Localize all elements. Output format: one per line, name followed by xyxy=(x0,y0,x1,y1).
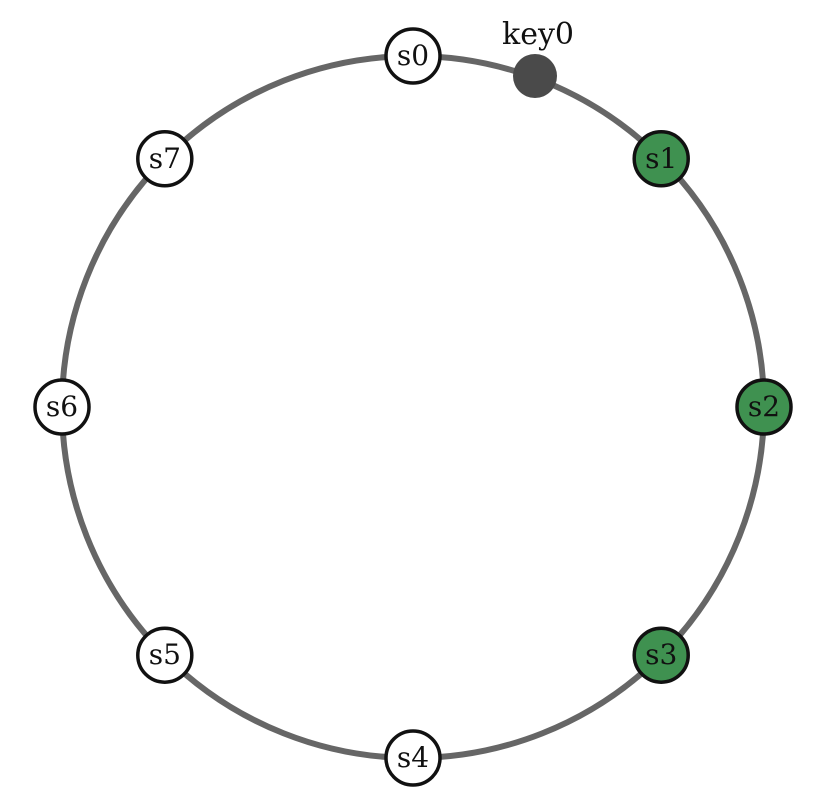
server-node-label: s6 xyxy=(46,390,78,423)
server-node-circle xyxy=(136,130,194,188)
server-node-label: s3 xyxy=(645,638,677,671)
server-node-circle xyxy=(384,729,442,787)
server-node-circle xyxy=(384,27,442,85)
key-dot xyxy=(513,54,557,98)
server-node-label: s2 xyxy=(748,390,780,423)
server-node-circle xyxy=(632,626,690,684)
server-node-s3: s3 xyxy=(632,626,690,684)
server-node-label: s0 xyxy=(397,39,429,72)
server-node-s5: s5 xyxy=(136,626,194,684)
server-node-s0: s0 xyxy=(384,27,442,85)
server-node-s7: s7 xyxy=(136,130,194,188)
server-node-s1: s1 xyxy=(632,130,690,188)
server-node-circle xyxy=(632,130,690,188)
server-node-s2: s2 xyxy=(735,378,793,436)
key-marker: key0 xyxy=(502,17,574,98)
server-node-label: s1 xyxy=(645,142,677,175)
server-node-circle xyxy=(136,626,194,684)
server-node-label: s5 xyxy=(149,638,181,671)
key-label: key0 xyxy=(502,17,574,52)
server-node-circle xyxy=(33,378,91,436)
server-node-label: s7 xyxy=(149,142,181,175)
server-node-s6: s6 xyxy=(33,378,91,436)
server-node-label: s4 xyxy=(397,741,429,774)
server-node-s4: s4 xyxy=(384,729,442,787)
server-node-circle xyxy=(735,378,793,436)
server-nodes: s0 s1 s2 s3 s4 s5 s6 s7 xyxy=(33,27,793,787)
